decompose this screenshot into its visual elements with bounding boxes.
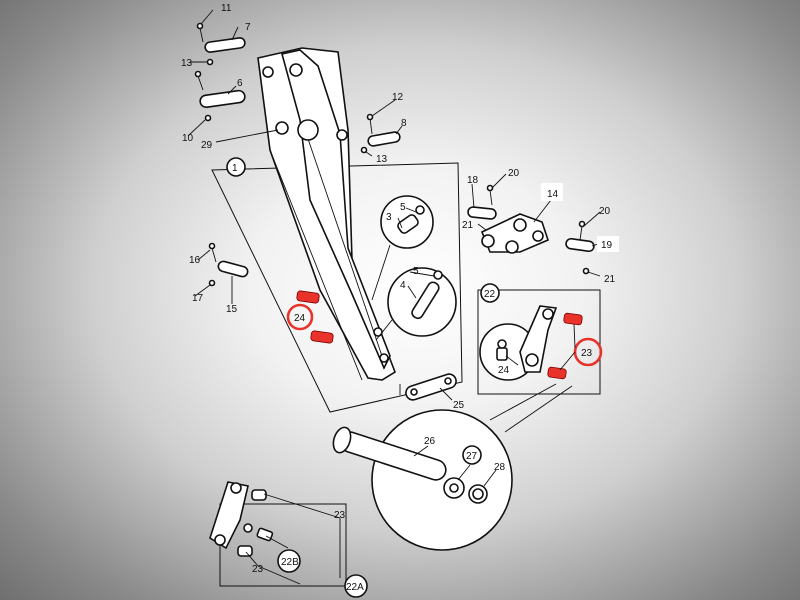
pin-15 — [208, 242, 249, 287]
label-15: 15 — [226, 304, 238, 315]
label-7: 7 — [245, 22, 251, 33]
grease-fitting-22b — [243, 523, 274, 542]
pin-18 — [467, 206, 497, 220]
pin-8 — [360, 113, 401, 154]
highlight-ring-24 — [286, 303, 314, 331]
label-11: 11 — [221, 3, 232, 14]
label-16: 16 — [189, 255, 201, 266]
label-23-bottom-right: 23 — [334, 510, 346, 521]
label-27: 27 — [466, 451, 478, 462]
bushing-24-upper — [296, 290, 320, 304]
label-4: 4 — [400, 280, 406, 291]
label-22a: 22A — [346, 582, 364, 593]
callout-circle-1 — [226, 157, 246, 177]
label-25: 25 — [453, 400, 465, 411]
link-plate-25 — [405, 373, 457, 401]
label-24-left: 24 — [294, 313, 306, 324]
snap-ring-28 — [468, 484, 488, 504]
bushing-23-lower — [547, 366, 567, 380]
callout-circle-22 — [480, 283, 500, 303]
label-20-top: 20 — [508, 168, 520, 179]
bolt-20-top — [486, 184, 494, 206]
label-28: 28 — [494, 462, 506, 473]
callout-circle-27 — [462, 445, 482, 465]
label-17: 17 — [192, 293, 204, 304]
pin-19 — [565, 220, 595, 275]
callout-circle-22a — [344, 574, 368, 598]
bushing-23-upper — [563, 312, 583, 326]
washer-27 — [443, 477, 465, 499]
label-29: 29 — [201, 140, 213, 151]
label-22b: 22B — [281, 557, 299, 568]
label-box-19 — [597, 236, 619, 252]
bracket-22a — [209, 481, 249, 550]
bolt-13-top — [206, 58, 214, 66]
grease-pin-3 — [397, 205, 425, 234]
label-3: 3 — [386, 212, 392, 223]
boom-group-frame — [211, 162, 463, 413]
label-21-right: 21 — [604, 274, 616, 285]
label-6: 6 — [237, 78, 243, 89]
label-5-lower: 5 — [413, 266, 419, 277]
grease-fitting-top — [194, 70, 204, 91]
bracket-14 — [480, 213, 549, 254]
label-10: 10 — [182, 133, 194, 144]
bushing-24-lower — [310, 330, 334, 344]
label-21-left: 21 — [462, 220, 474, 231]
detail-circle-pin-26 — [371, 409, 513, 551]
label-24-right: 24 — [498, 365, 510, 376]
pivot-pin-26 — [332, 426, 447, 481]
bolt-10 — [204, 114, 212, 122]
bushing-23-bottom-upper — [251, 489, 267, 501]
callout-circle-22b — [277, 549, 301, 573]
label-26: 26 — [424, 436, 436, 447]
bushing-23-bottom-lower — [237, 545, 253, 557]
box-group-22 — [477, 289, 601, 395]
leader-lines — [187, 9, 601, 585]
label-23-right: 23 — [581, 348, 593, 359]
label-5-upper: 5 — [400, 202, 406, 213]
pin-7 — [204, 37, 246, 53]
label-13-right: 13 — [376, 154, 388, 165]
bracket-22 — [519, 305, 558, 373]
boom-arm — [257, 47, 396, 381]
label-8: 8 — [401, 118, 407, 129]
grease-pin-4 — [411, 270, 443, 320]
label-18: 18 — [467, 175, 479, 186]
label-12: 12 — [392, 92, 404, 103]
label-19: 19 — [601, 240, 613, 251]
label-1: 1 — [232, 163, 238, 174]
label-23-bottom-left: 23 — [252, 564, 264, 575]
grease-fitting-24 — [496, 339, 508, 361]
pin-6 — [199, 89, 246, 109]
label-22: 22 — [484, 289, 496, 300]
label-20-right: 20 — [599, 206, 611, 217]
label-13-top: 13 — [181, 58, 193, 69]
label-box-14 — [541, 183, 563, 201]
label-14: 14 — [547, 189, 559, 200]
bolt-11 — [196, 22, 204, 43]
